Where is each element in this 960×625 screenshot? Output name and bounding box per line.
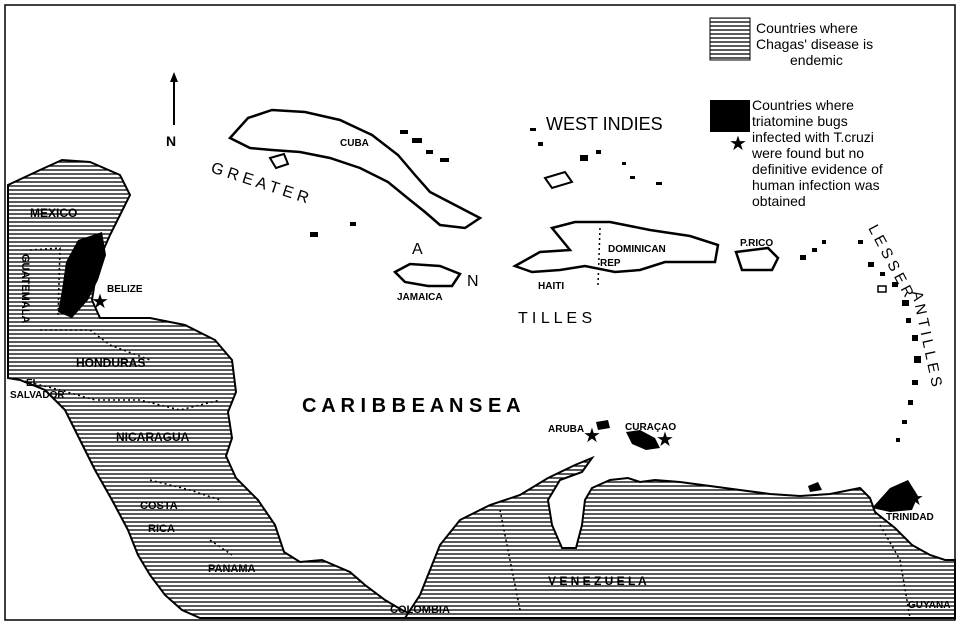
nicaragua-label: NICARAGUA <box>116 430 190 444</box>
hispaniola-island <box>511 220 720 274</box>
star-markers: ★ ★ ★ ★ ★ <box>91 131 924 510</box>
caribbean-sea-label: C A R I B B E A N S E A <box>302 395 521 417</box>
guatemala-label: GUATEMALA <box>19 254 31 324</box>
belize-label: BELIZE <box>107 284 143 295</box>
legend-endemic-text: Countries where Chagas' disease is endem… <box>756 20 946 68</box>
mexico-label: MEXICO <box>30 206 77 220</box>
rep-label: REP <box>600 258 621 269</box>
greater-antilles-label-rest: T I L L E S <box>518 310 592 327</box>
aruba-star-icon: ★ <box>583 423 601 447</box>
legend-infected-line-1: Countries where <box>752 97 854 113</box>
central-america-landmass <box>7 158 421 619</box>
legend-endemic-line-1: Countries where <box>756 20 858 36</box>
dominican-label: DOMINICAN <box>608 244 666 255</box>
honduras-label: HONDURAS <box>76 356 145 370</box>
el-label: EL <box>26 378 39 389</box>
legend-endemic-line-3: endemic <box>790 52 843 68</box>
isle-of-youth <box>268 152 290 170</box>
cuba-label: CUBA <box>340 138 369 149</box>
trinidad-star-icon: ★ <box>906 486 924 510</box>
map-frame <box>4 4 956 621</box>
aruba-island <box>596 420 610 430</box>
legend-infected-line-7: obtained <box>752 193 806 209</box>
curacao-island <box>626 430 660 450</box>
haiti-label: HAITI <box>538 281 564 292</box>
belize-region <box>58 232 106 318</box>
puerto-rico-island <box>734 246 780 272</box>
margarita-island <box>808 482 822 492</box>
colombia-label: COLOMBIA <box>390 604 450 616</box>
jamaica-island <box>392 262 462 288</box>
salvador-label: SALVADOR <box>10 390 65 401</box>
legend-infected-line-5: definitive evidence of <box>752 161 883 177</box>
west-indies-islets <box>310 128 662 237</box>
panama-label: PANAMA <box>208 563 256 575</box>
belize-star-icon: ★ <box>91 289 109 313</box>
legend-infected-swatch <box>710 100 750 132</box>
lesser-antilles-islets <box>800 240 921 442</box>
legend-star-icon: ★ <box>729 131 747 155</box>
curacao-label: CURAÇAO <box>625 422 676 433</box>
west-indies-label: WEST INDIES <box>546 114 663 134</box>
trinidad-label: TRINIDAD <box>886 512 934 523</box>
legend-endemic-swatch <box>709 17 751 61</box>
legend-infected-line-3: infected with T.cruzi <box>752 129 874 145</box>
greater-antilles-label-n: N <box>467 273 479 290</box>
legend-infected-line-2: triatomine bugs <box>752 113 848 129</box>
trinidad-island <box>872 480 918 512</box>
costa-label: COSTA <box>140 500 178 512</box>
greater-antilles-label-a: A <box>412 241 423 258</box>
legend-endemic-line-2: Chagas' disease is <box>756 36 874 52</box>
jamaica-label: JAMAICA <box>397 292 443 303</box>
legend-infected-text: Countries where triatomine bugs infected… <box>752 97 952 209</box>
south-america-landmass <box>403 455 956 619</box>
aruba-label: ARUBA <box>548 424 584 435</box>
legend-infected-line-4: were found but no <box>752 145 865 161</box>
lesser-label: L E S S E R <box>864 222 916 300</box>
greater-antilles-label-1: G R E A T E R <box>209 160 311 208</box>
country-borders <box>19 247 911 619</box>
rica-label: RICA <box>148 523 175 535</box>
compass-arrow-icon <box>170 72 178 82</box>
venezuela-label: V E N E Z U E L A <box>548 574 647 588</box>
compass-label: N <box>166 133 176 149</box>
curacao-star-icon: ★ <box>656 427 674 451</box>
legend-infected-line-6: human infection was <box>752 177 880 193</box>
cuba-island <box>227 108 483 230</box>
guyana-label: GUYANA <box>908 600 950 611</box>
prico-label: P.RICO <box>740 238 773 249</box>
